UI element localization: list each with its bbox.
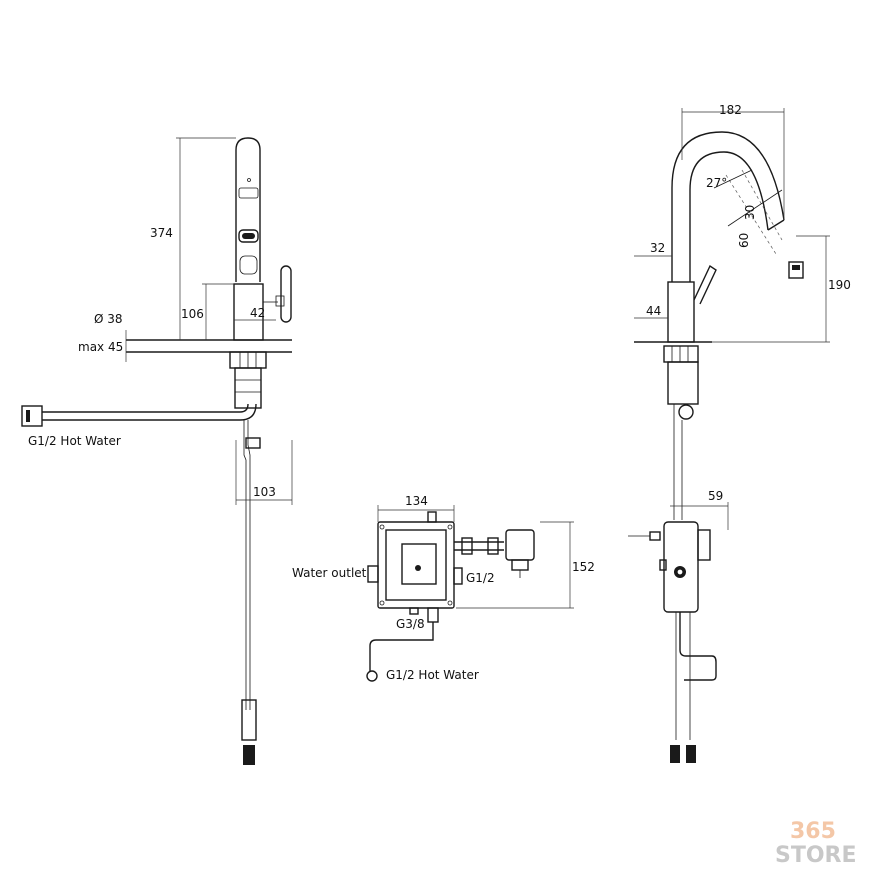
hot-water-label-box: G1/2 Hot Water (386, 668, 479, 682)
dim-lever-offset: 42 (250, 306, 265, 320)
dim-body-height: 106 (181, 307, 204, 321)
inlet-label: G1/2 (466, 571, 495, 585)
bottom-fitting-label: G3/8 (396, 617, 425, 631)
dim-spray-angle: 27° (706, 176, 727, 190)
watermark-word: STORE (775, 843, 857, 868)
control-box-view (366, 505, 574, 682)
outlet-label: Water outlet (292, 566, 367, 580)
dim-height-total: 374 (150, 226, 173, 240)
dim-deck-thickness: max 45 (78, 340, 123, 354)
front-view (21, 137, 293, 765)
dim-spout-reach: 182 (719, 103, 742, 117)
dim-hose-reach: 103 (253, 485, 276, 499)
dim-box-width: 134 (405, 494, 428, 508)
dim-nozzle-a: 30 (743, 205, 757, 220)
dim-spout-height: 190 (828, 278, 851, 292)
side-view (628, 108, 830, 763)
dim-body-diameter: 44 (646, 304, 661, 318)
hose-label-front: G1/2 Hot Water (28, 434, 121, 448)
dim-neck-diameter: 32 (650, 241, 665, 255)
dim-hole-diameter: Ø 38 (94, 312, 123, 326)
dim-nozzle-b: 60 (737, 233, 751, 248)
dim-box-height: 152 (572, 560, 595, 574)
dim-box-depth: 59 (708, 489, 723, 503)
watermark-number: 365 (790, 819, 836, 844)
